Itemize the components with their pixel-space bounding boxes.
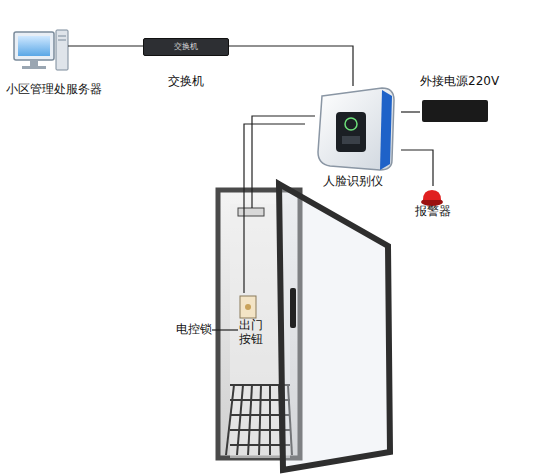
switch-node: 交换机交换机 [143, 38, 229, 88]
wire-connector [229, 46, 353, 86]
server-icon [14, 30, 68, 70]
leader-line [212, 329, 238, 330]
electric-lock [238, 208, 264, 216]
alarm-node: 报警器 [410, 186, 456, 234]
device-label: 出门按钮 [239, 319, 264, 347]
wire [252, 116, 315, 208]
device-plate-text: 交换机 [143, 38, 229, 56]
door-leaf [279, 184, 390, 470]
device-label: 交换机 [143, 74, 229, 88]
wire-connector [104, 45, 143, 46]
alarm-icon [421, 190, 443, 206]
server-node: 小区管理处服务器 [4, 26, 104, 100]
face-device-node: 人脸识别仪 [305, 86, 401, 194]
power-node: 外接电源220V [420, 70, 516, 124]
door-handle [290, 288, 296, 328]
device-label: 报警器 [410, 204, 456, 218]
exit-button [240, 296, 256, 318]
wire-connector [244, 124, 305, 293]
face-device-icon [318, 88, 394, 170]
wire-connector [401, 111, 420, 112]
exit-button-node: 出门按钮 [236, 293, 266, 353]
wire-connector [401, 150, 433, 186]
power-box [422, 100, 488, 122]
device-label: 小区管理处服务器 [4, 82, 104, 96]
part-label: 电控锁 [176, 322, 212, 336]
device-label: 人脸识别仪 [305, 174, 401, 188]
device-label: 外接电源220V [420, 74, 516, 88]
wire [68, 45, 104, 46]
